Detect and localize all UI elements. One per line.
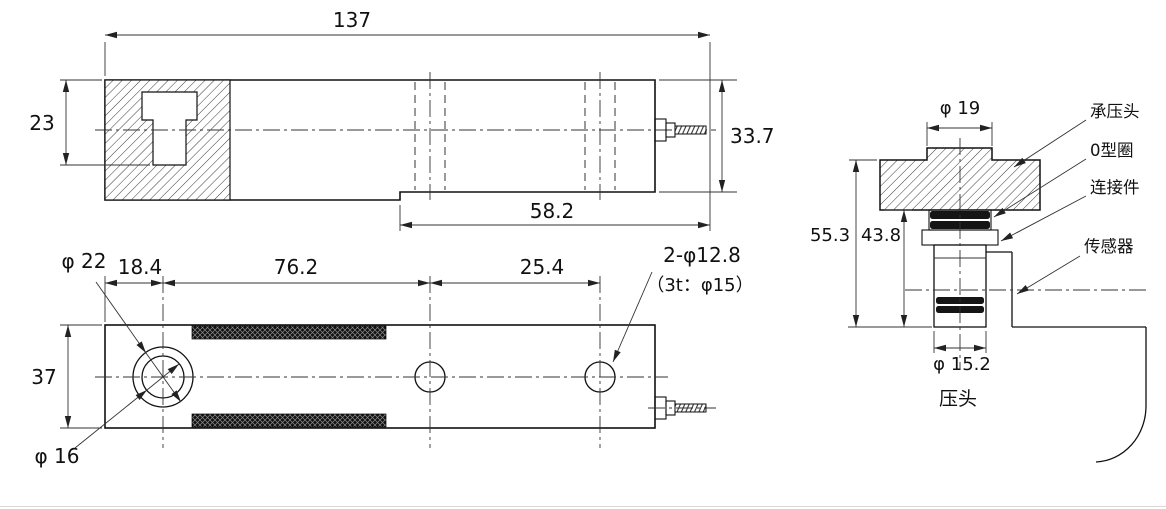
side-view: 137 23 33.7 58.2 <box>29 8 775 231</box>
dim-254-label: 25.4 <box>520 255 565 279</box>
dim-337-label: 33.7 <box>730 124 775 148</box>
dim-184-label: 18.4 <box>118 255 163 279</box>
dim-438-label: 43.8 <box>861 225 901 246</box>
cable-gland-plan <box>648 396 716 420</box>
leader-sensor <box>1016 255 1081 295</box>
dim-phi22-label: φ 22 <box>62 249 107 273</box>
leader-phi22-a <box>95 281 147 354</box>
dim-37-label: 37 <box>31 365 56 389</box>
beam-plan <box>104 324 656 429</box>
dim-23-label: 23 <box>29 111 54 135</box>
knurl-strip-bottom <box>191 413 387 428</box>
label-connector: 连接件 <box>1090 178 1140 197</box>
counterbore-hole <box>141 91 198 166</box>
leader-phi22-b <box>145 352 182 403</box>
dim-phi152-label: φ 15.2 <box>933 354 991 375</box>
detail-view: φ 19 55.3 43.8 φ 15.2 承压头 0型圈 连接件 传感器 压头 <box>810 98 1150 463</box>
dim-137-label: 137 <box>333 8 371 32</box>
label-bearing-cap: 承压头 <box>1090 102 1140 121</box>
label-o-ring: 0型圈 <box>1090 141 1134 160</box>
leader-o-ring <box>993 158 1087 218</box>
page-bottom-rule <box>0 506 1166 507</box>
dim-holes-note-label: （3t：φ15） <box>646 275 753 296</box>
knurl-strip-top <box>191 325 387 340</box>
dim-582-label: 58.2 <box>530 199 575 223</box>
dim-holes-label: 2-φ12.8 <box>663 243 741 267</box>
leader-phi16-a <box>74 389 148 449</box>
cable-gland-side <box>654 118 707 142</box>
leader-phi16-b <box>146 363 180 391</box>
dim-762-label: 76.2 <box>274 255 319 279</box>
dim-phi19-label: φ 19 <box>940 98 981 119</box>
leader-holes <box>612 271 653 363</box>
leader-bearing-cap <box>1013 119 1087 168</box>
sensor-body <box>986 251 1147 463</box>
dim-553-label: 55.3 <box>810 225 850 246</box>
leader-connector <box>1000 195 1087 242</box>
dim-phi16-label: φ 16 <box>35 444 80 468</box>
plan-view: 18.4 76.2 25.4 φ 22 φ 16 37 2-φ12.8 （3t：… <box>31 243 753 468</box>
label-sensor: 传感器 <box>1084 237 1134 256</box>
detail-caption: 压头 <box>939 388 977 410</box>
